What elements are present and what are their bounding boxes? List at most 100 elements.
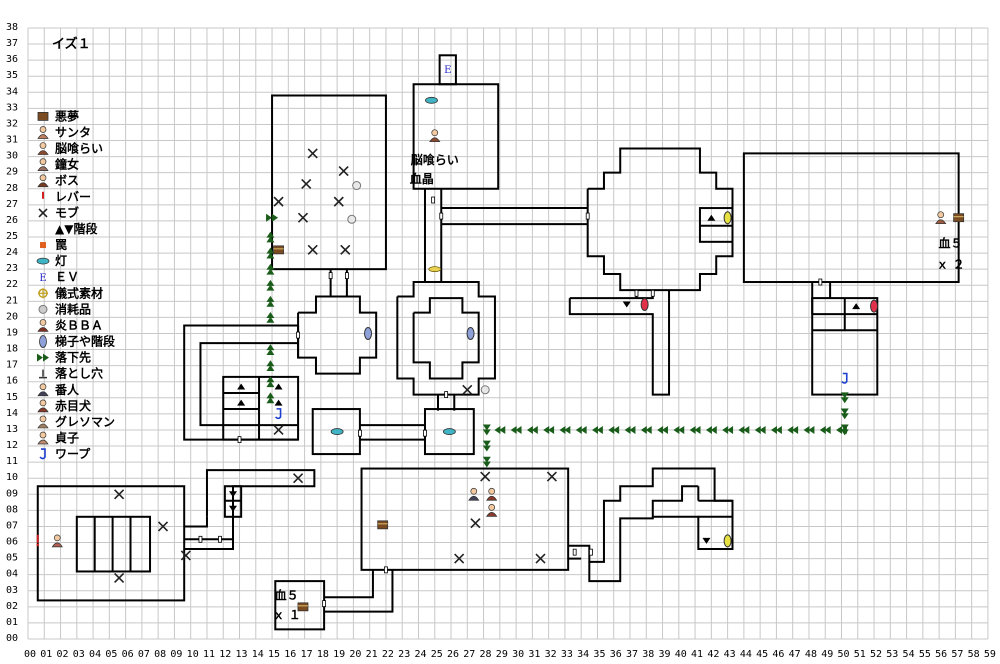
mob-icon-stroke: [454, 553, 465, 564]
room-label: 血晶: [410, 171, 434, 186]
mob-icon: [535, 553, 546, 564]
x-axis-label: 33: [561, 649, 573, 660]
figure-head: [39, 158, 47, 165]
drop-arrow-up: [266, 376, 275, 383]
figure-head: [39, 415, 47, 423]
corridor-wall: [568, 290, 671, 396]
drop-arrow-left: [787, 425, 794, 434]
door-marker: [218, 535, 222, 543]
figure-body: [935, 219, 947, 225]
door-marker: [384, 566, 388, 574]
y-axis-label: 07: [6, 520, 18, 531]
legend-label: ワープ: [55, 446, 91, 461]
figure-body: [37, 182, 49, 188]
guard-icon: [37, 383, 49, 397]
chest-icon: [377, 520, 389, 530]
stairs-up-icon: [274, 399, 283, 406]
drop-arrow-left: [792, 425, 799, 434]
drop-arrow-left: [526, 425, 533, 434]
sadako-icon: [51, 534, 63, 548]
drop-arrow-left: [645, 425, 652, 434]
door-marker: [650, 289, 655, 297]
x-axis-label: 34: [577, 649, 589, 660]
mob-icon-stroke: [273, 196, 284, 207]
stairs-up-icon: [237, 383, 246, 390]
x-axis-label: 43: [724, 649, 736, 660]
door-marker: [358, 429, 362, 437]
lever-icon: [36, 534, 39, 543]
y-axis-label: 22: [6, 279, 18, 290]
x-axis-label: 28: [480, 649, 492, 660]
corridor-wall: [569, 290, 654, 300]
door-marker: [237, 436, 242, 444]
door-marker: [818, 278, 823, 286]
legend-label: ▲▼階段: [55, 221, 98, 236]
drop-arrow-left: [510, 425, 517, 434]
drop-arrow-left: [499, 425, 506, 434]
x-axis-label: 57: [951, 649, 963, 660]
drop-arrow-down: [482, 440, 491, 447]
x-axis-label: 01: [40, 649, 52, 660]
drop-arrow-down: [840, 413, 849, 420]
figure-head: [53, 534, 61, 542]
mob-icon: [333, 196, 344, 207]
x-axis-label: 50: [837, 649, 849, 660]
x-axis-label: 27: [463, 649, 475, 660]
figure-head: [39, 431, 47, 439]
ladder-icon: [364, 326, 373, 340]
ritual-material-icon: [428, 266, 442, 273]
x-axis-label: 22: [382, 649, 394, 660]
drop-arrow-left: [608, 425, 615, 434]
y-axis-label: 05: [6, 553, 18, 564]
legend-label: ボス: [55, 173, 79, 188]
consumable-icon: [38, 304, 48, 314]
room-cross-center-inner: [412, 297, 480, 380]
stairs-down-icon: [622, 301, 631, 308]
drop-arrow-left: [515, 425, 522, 434]
drop-arrow-down: [482, 456, 491, 463]
door-marker: [431, 196, 436, 204]
lever-icon: [42, 191, 44, 199]
figure-body: [37, 423, 49, 429]
y-axis-label: 03: [6, 585, 18, 596]
legend-label: モブ: [55, 205, 79, 220]
figure-head: [470, 487, 478, 495]
y-axis-label: 38: [6, 22, 18, 33]
chest-icon-shape: [37, 112, 49, 121]
mob-icon: [301, 178, 312, 190]
drop-arrow-down: [482, 424, 491, 431]
corridor-wall: [589, 467, 734, 563]
drop-arrow-up: [266, 252, 275, 259]
x-axis-label: 20: [349, 649, 361, 660]
mob-icon: [293, 473, 304, 484]
warp-icon-shape: [39, 448, 46, 460]
lever-icon-shape: [42, 191, 44, 199]
door-marker: [439, 212, 444, 220]
mob-icon-stroke: [307, 244, 318, 255]
figure-head: [431, 129, 439, 137]
y-axis-label: 36: [6, 54, 18, 65]
y-axis-label: 17: [6, 360, 18, 371]
x-axis-label: 30: [512, 649, 524, 660]
x-axis-label: 53: [886, 649, 898, 660]
chest-icon: [297, 602, 309, 612]
drop-arrow-left: [694, 425, 701, 434]
map-markers: E: [36, 65, 965, 612]
chest-icon: [953, 213, 965, 223]
x-axis-label: 55: [919, 649, 931, 660]
legend-label: 消耗品: [55, 301, 91, 316]
x-axis-label: 52: [870, 649, 882, 660]
drop-arrow-left: [775, 425, 782, 434]
stairs-up-icon: [237, 399, 246, 406]
mob-icon-stroke: [301, 178, 312, 190]
y-axis-label: 35: [6, 70, 18, 81]
corridor-wall: [205, 469, 316, 550]
x-axis-label: 19: [333, 649, 345, 660]
x-axis-label: 21: [366, 649, 378, 660]
drop-arrow-right: [37, 353, 43, 362]
red-eye-dog-icon: [486, 487, 498, 501]
drop-arrow-up: [266, 365, 275, 372]
mob-icon: [273, 196, 284, 207]
